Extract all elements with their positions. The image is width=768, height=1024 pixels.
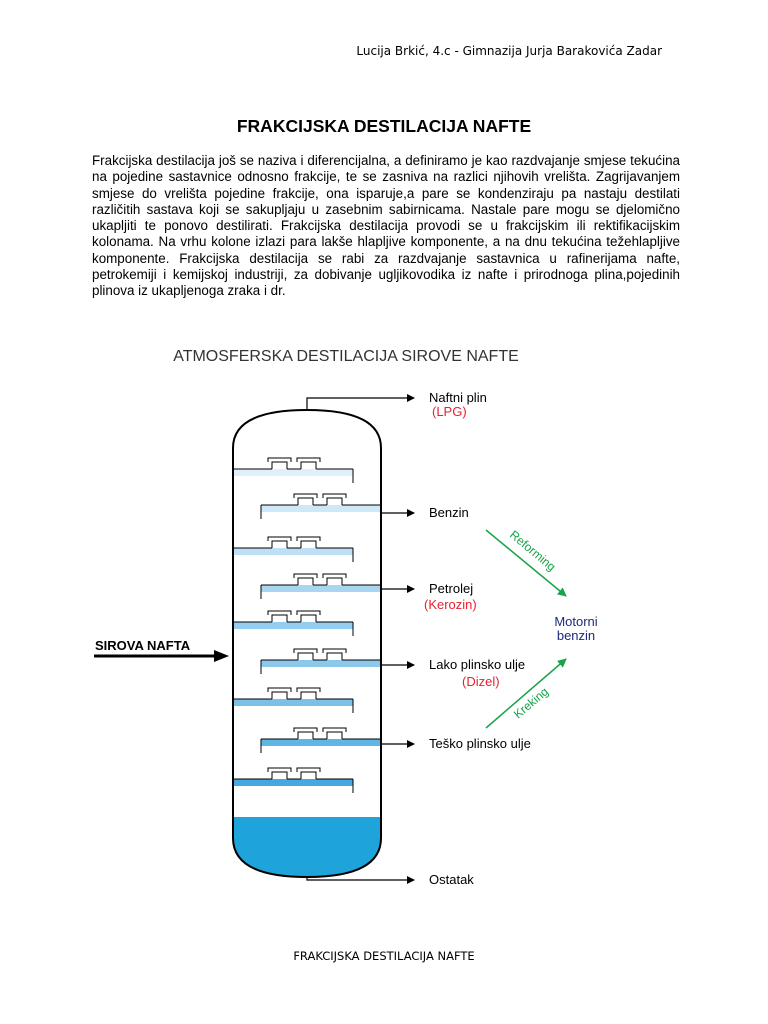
tray <box>260 727 381 753</box>
top-pipe-arrow <box>306 394 415 410</box>
label-tesko: Teško plinsko ulje <box>429 736 531 751</box>
input-label: SIROVA NAFTA <box>95 638 191 653</box>
reforming-arrow <box>485 529 567 597</box>
label-benzin-product: benzin <box>557 628 595 643</box>
tray <box>260 493 381 519</box>
footer-caption: FRAKCIJSKA DESTILACIJA NAFTE <box>293 949 475 963</box>
label-reforming: Reforming <box>507 528 558 574</box>
bottom-liquid <box>233 817 381 877</box>
page-title: FRAKCIJSKA DESTILACIJA NAFTE <box>236 116 532 136</box>
tray <box>260 648 381 674</box>
label-lako: Lako plinsko ulje <box>429 657 525 672</box>
label-naftni-plin: Naftni plin <box>429 390 487 405</box>
tray <box>233 687 354 713</box>
label-motorni: Motorni <box>554 614 597 629</box>
tray <box>233 767 354 793</box>
tray <box>233 457 354 483</box>
bottom-pipe-arrow <box>306 876 415 884</box>
tray <box>233 610 354 636</box>
distillation-column <box>232 408 382 879</box>
label-ostatak: Ostatak <box>429 872 474 887</box>
output-arrows <box>306 394 415 884</box>
label-dizel: (Dizel) <box>462 674 500 689</box>
label-petrolej: Petrolej <box>429 581 473 596</box>
label-lpg: (LPG) <box>432 404 467 419</box>
label-kerozin: (Kerozin) <box>424 597 477 612</box>
body-paragraph: Frakcijska destilacija još se naziva i d… <box>92 153 680 299</box>
kreking-arrow <box>485 658 567 729</box>
header-author: Lucija Brkić, 4.c - Gimnazija Jurja Bara… <box>356 44 662 58</box>
label-benzin: Benzin <box>429 505 469 520</box>
tray <box>233 536 354 562</box>
tray <box>260 573 381 599</box>
column-trays <box>233 457 381 793</box>
diagram-title: ATMOSFERSKA DESTILACIJA SIROVE NAFTE <box>173 348 519 365</box>
input-arrow <box>94 650 229 662</box>
